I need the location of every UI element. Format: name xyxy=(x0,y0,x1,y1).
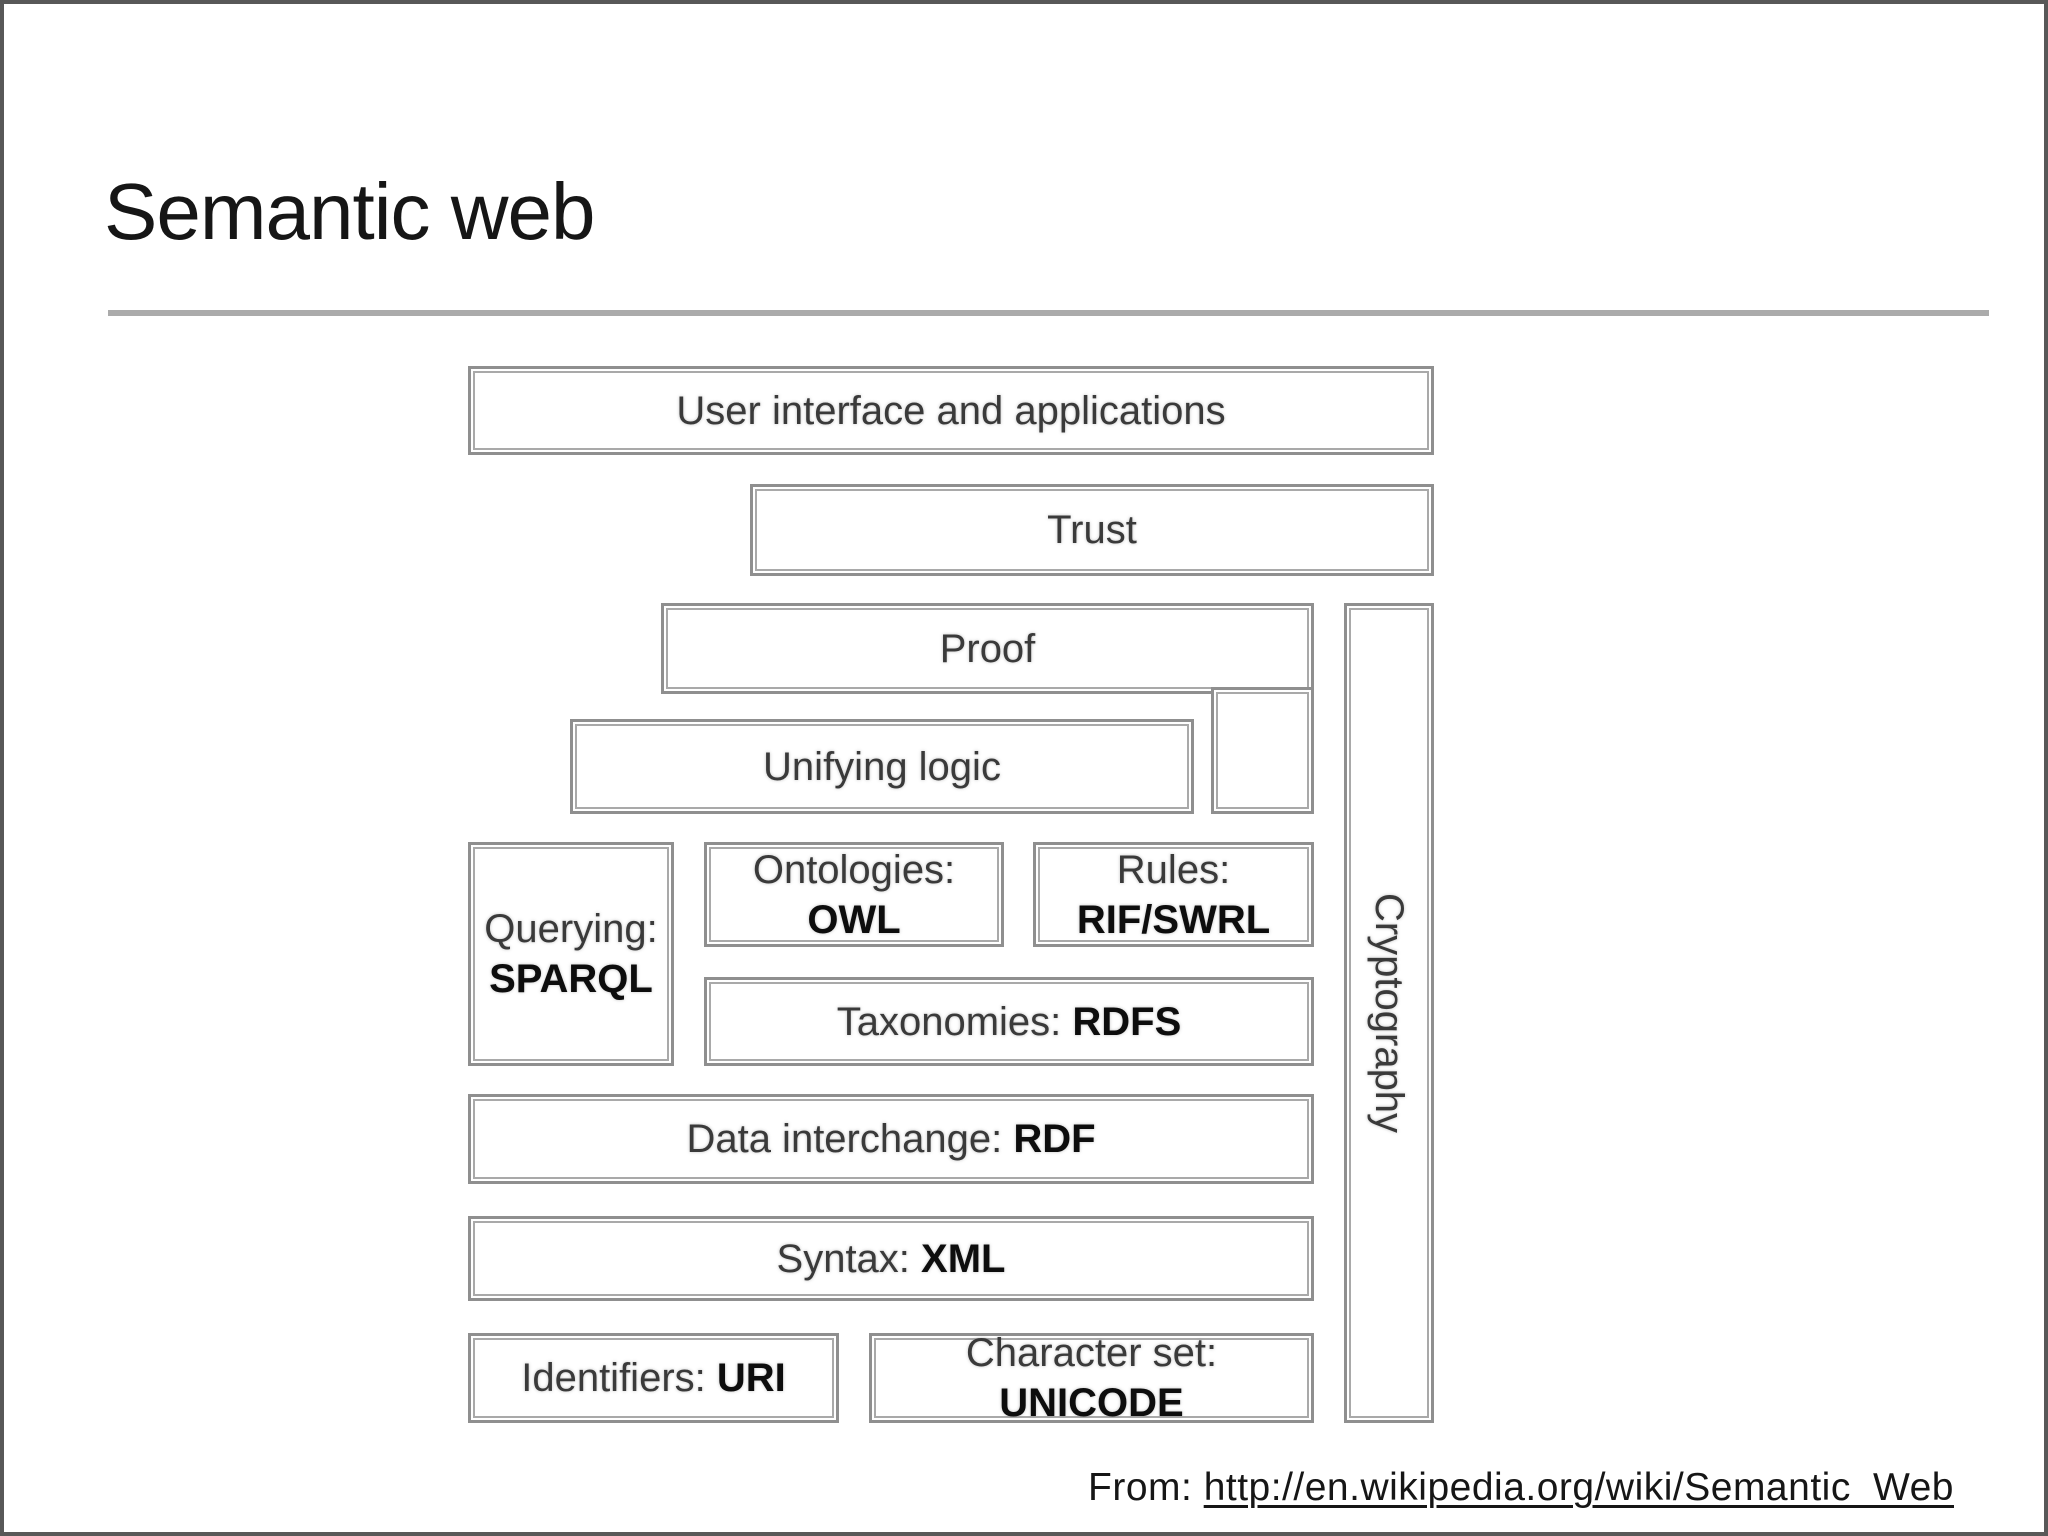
box-label: Proof xyxy=(939,626,1036,671)
box-taxonomies-rdfs: Taxonomies: RDFS xyxy=(704,977,1314,1066)
source-link[interactable]: http://en.wikipedia.org/wiki/Semantic_We… xyxy=(1203,1466,1954,1509)
box-querying-sparql: Querying: SPARQL xyxy=(468,842,674,1066)
page-title: Semantic web xyxy=(104,167,595,256)
box-unifying-logic: Unifying logic xyxy=(570,719,1194,814)
box-label: Data interchange: RDF xyxy=(686,1114,1095,1164)
box-label-prefix: Taxonomies: xyxy=(836,999,1073,1044)
box-label-strong: OWL xyxy=(807,897,901,942)
box-identifiers-uri: Identifiers: URI xyxy=(468,1333,839,1423)
box-syntax-xml: Syntax: XML xyxy=(468,1216,1314,1301)
box-user-interface-and-applications: User interface and applications xyxy=(468,366,1434,455)
box-label: Rules: RIF/SWRL xyxy=(1077,845,1270,945)
box-label-strong: UNICODE xyxy=(999,1381,1184,1425)
box-label: Syntax: XML xyxy=(777,1234,1006,1284)
box-label: Unifying logic xyxy=(763,744,1001,789)
box-cryptography: Cryptography xyxy=(1344,603,1434,1423)
box-label-prefix: Syntax: xyxy=(776,1236,922,1281)
box-label-strong: URI xyxy=(716,1356,786,1400)
box-label-strong: SPARQL xyxy=(489,957,653,1001)
box-label: User interface and applications xyxy=(676,388,1226,433)
box-label-prefix: Rules: xyxy=(1116,847,1231,892)
box-label-strong: XML xyxy=(921,1236,1006,1281)
box-character-set-unicode: Character set: UNICODE xyxy=(869,1331,1314,1425)
box-rules-rif-swrl: Rules: RIF/SWRL xyxy=(1033,842,1314,947)
box-label-prefix: Character set: xyxy=(965,1331,1218,1375)
box-data-interchange-rdf: Data interchange: RDF xyxy=(468,1094,1314,1184)
box-label-prefix: Ontologies: xyxy=(752,847,956,892)
box-trust: Trust xyxy=(750,484,1434,576)
box-label-prefix: Querying: xyxy=(484,907,658,951)
box-proof: Proof xyxy=(661,603,1314,694)
box-label: Identifiers: URI xyxy=(521,1353,786,1403)
box-ontologies-owl: Ontologies: OWL xyxy=(704,842,1004,947)
box-label-strong: RIF/SWRL xyxy=(1076,897,1271,942)
title-divider xyxy=(108,310,1989,316)
box-label: Taxonomies: RDFS xyxy=(837,997,1182,1047)
box-label-prefix: Identifiers: xyxy=(521,1356,717,1400)
box-label-prefix: Data interchange: xyxy=(686,1117,1014,1161)
box-proof-right-extension xyxy=(1211,687,1314,814)
source-prefix: From: xyxy=(1088,1466,1204,1509)
source-attribution: From: http://en.wikipedia.org/wiki/Seman… xyxy=(1088,1466,1954,1510)
box-label: Trust xyxy=(1047,508,1137,552)
box-label: Cryptography xyxy=(1367,892,1411,1134)
box-label: Querying: SPARQL xyxy=(484,904,657,1004)
box-label-strong: RDF xyxy=(1013,1117,1096,1161)
box-label: Character set: UNICODE xyxy=(872,1328,1311,1428)
box-label: Ontologies: OWL xyxy=(753,845,955,945)
box-label-strong: RDFS xyxy=(1072,999,1182,1044)
